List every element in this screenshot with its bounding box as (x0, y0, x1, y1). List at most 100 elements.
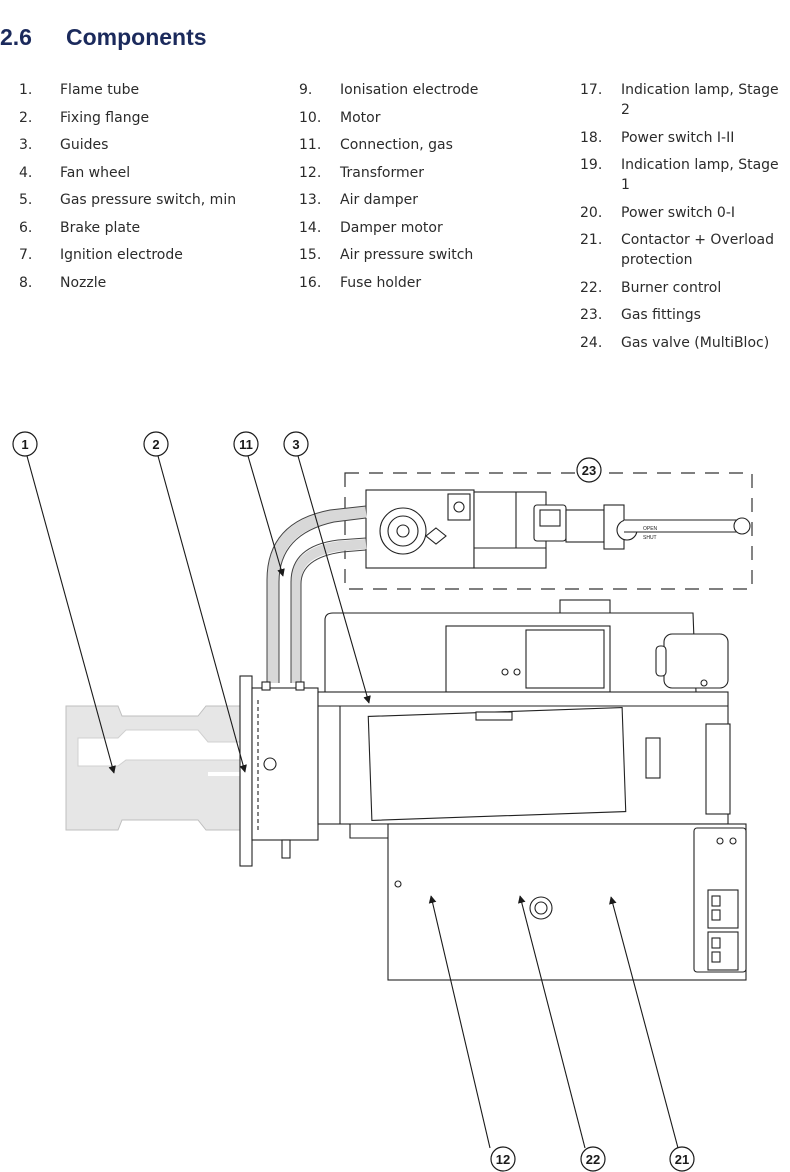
list-item: 17. Indication lamp, Stage 2 (580, 80, 790, 120)
item-number: 9. (299, 82, 313, 98)
item-number: 18. (580, 129, 603, 146)
list-item: 8. Nozzle (19, 273, 289, 293)
item-number: 23. (580, 307, 603, 323)
list-item: 7. Ignition electrode (19, 245, 289, 265)
item-number: 19. (580, 157, 603, 173)
item-number: 24. (580, 334, 603, 351)
callout-23-label: 23 (582, 463, 596, 478)
item-label: Burner control (621, 279, 722, 296)
item-number: 21. (580, 232, 603, 248)
item-number: 16. (299, 274, 322, 291)
list-item: 10.Motor (299, 108, 569, 128)
item-number: 12. (299, 164, 322, 181)
list-item: 15.Air pressure switch (299, 245, 569, 265)
leader-line-3 (297, 455, 371, 704)
list-item: 14. Damper motor (299, 218, 569, 238)
item-label: Indication lamp, Stage 2 (621, 82, 779, 118)
fixing-flange (239, 675, 319, 867)
item-label: Connection, gas (340, 137, 453, 153)
item-label: Brake plate (60, 219, 141, 236)
leader-lines (26, 455, 679, 1149)
item-number: 22. (580, 279, 603, 296)
item-label: Power switch I-II (621, 129, 735, 146)
item-label: Contactor + Overload protection (621, 232, 775, 268)
burner-body (317, 691, 731, 839)
item-label: Ignition electrode (60, 247, 183, 263)
item-number: 17. (580, 82, 603, 98)
item-number: 6. (19, 219, 33, 236)
item-label: Nozzle (60, 274, 107, 291)
item-number: 7. (19, 247, 33, 263)
callout-3-label: 3 (292, 437, 299, 452)
list-item: 24.Gas valve (MultiBloc) (580, 333, 790, 353)
gas-fittings-group: OPEN SHUT (344, 472, 753, 590)
item-number: 4. (19, 164, 33, 181)
air-pressure-switch (655, 633, 729, 689)
list-item: 21. Contactor + Overload protection (580, 230, 790, 270)
callout-2-circle (143, 431, 169, 457)
item-number: 1. (19, 82, 33, 98)
callout-23-circle (576, 457, 602, 483)
item-label: Fan wheel (60, 164, 131, 181)
item-label: Damper motor (340, 219, 443, 236)
list-item: 3. Guides (19, 135, 289, 155)
item-number: 10. (299, 109, 322, 126)
item-label: Gas fittings (621, 307, 701, 323)
callout-1-label: 1 (21, 437, 28, 452)
item-label: Flame tube (60, 82, 140, 98)
leader-line-11 (247, 455, 285, 577)
list-item: 2.Fixing flange (19, 108, 289, 128)
callout-21-circle (669, 1146, 695, 1172)
item-number: 20. (580, 204, 603, 221)
callout-3-circle (283, 431, 309, 457)
item-number: 2. (19, 109, 33, 126)
transformer-housing (387, 823, 747, 981)
item-label: Guides (60, 137, 109, 153)
item-number: 8. (19, 274, 33, 291)
leader-line-2 (157, 455, 247, 773)
item-label: Gas pressure switch, min (60, 192, 237, 208)
item-label: Indication lamp, Stage 1 (621, 157, 779, 193)
gas-valve-multibloc (365, 489, 547, 569)
item-number: 14. (299, 219, 322, 236)
item-label: Ionisation electrode (340, 82, 479, 98)
gas-fittings (533, 504, 751, 550)
callout-22-circle (580, 1146, 606, 1172)
leader-line-12 (428, 895, 491, 1149)
list-item: 4. Fan wheel (19, 163, 289, 183)
section-title: Components (66, 24, 207, 50)
component-list-column-2: 9. Ionisation electrode 10.Motor 11. Conne… (299, 80, 569, 300)
item-label: Air pressure switch (340, 247, 474, 263)
item-label: Fuse holder (340, 274, 422, 291)
callout-bubbles: 1 2 11 3 23 12 22 21 (12, 431, 695, 1172)
component-list-column-3: 17. Indication lamp, Stage 2 18. Power swi… (580, 80, 790, 360)
list-item: 20. Power switch 0-I (580, 203, 790, 223)
callout-1-circle (12, 431, 38, 457)
list-item: 22. Burner control (580, 278, 790, 298)
callout-22-label: 22 (586, 1152, 600, 1167)
list-item: 11. Connection, gas (299, 135, 569, 155)
list-item: 1. Flame tube (19, 80, 289, 100)
electrical-control-panel (693, 827, 747, 973)
component-list-column-1: 1. Flame tube 2.Fixing flange 3. Guides 4.… (19, 80, 289, 300)
leader-line-21 (609, 896, 679, 1149)
list-item: 9. Ionisation electrode (299, 80, 569, 100)
item-label: Air damper (340, 192, 419, 208)
item-label: Transformer (340, 164, 425, 181)
item-number: 11. (299, 137, 322, 153)
item-label: Power switch 0-I (621, 204, 736, 221)
leader-line-22 (518, 895, 586, 1149)
section-number: 2.6 (0, 24, 32, 50)
item-number: 3. (19, 137, 33, 153)
flame-tube (65, 705, 241, 831)
valve-shut-label: SHUT (643, 535, 657, 541)
list-item: 5. Gas pressure switch, min (19, 190, 289, 210)
callout-11-label: 11 (239, 437, 253, 452)
callout-21-label: 21 (675, 1152, 689, 1167)
list-item: 18. Power switch I-II (580, 128, 790, 148)
list-item: 19. Indication lamp, Stage 1 (580, 155, 790, 195)
item-number: 13. (299, 192, 322, 208)
list-item: 23. Gas fittings (580, 305, 790, 325)
item-number: 5. (19, 192, 33, 208)
burner-top-housing (324, 599, 697, 693)
